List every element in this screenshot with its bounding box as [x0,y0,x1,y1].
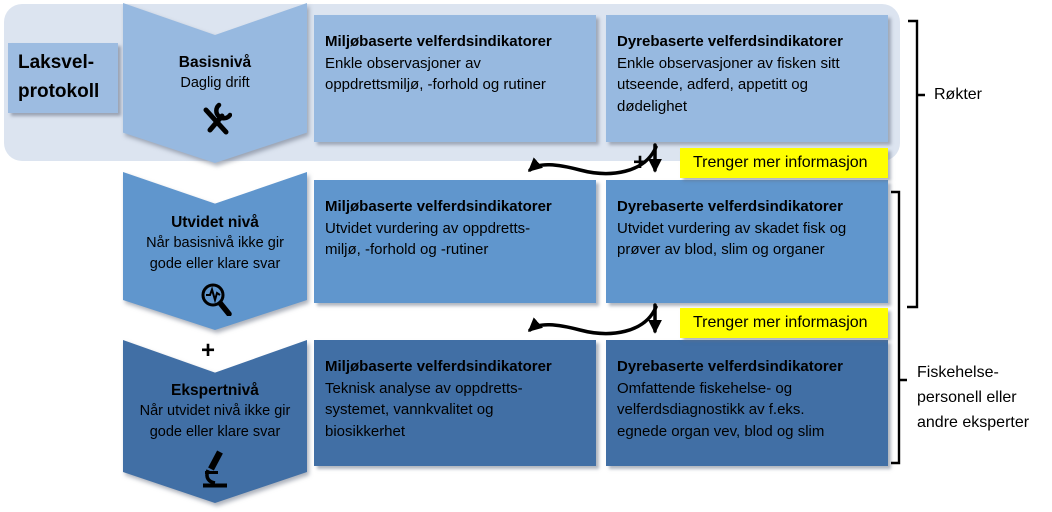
indicator-box-ekspert-env: Miljøbaserte velferdsindikatorer Teknisk… [314,340,596,466]
curved-arrow-2 [527,305,658,336]
bracket-rokter [907,19,925,309]
protocol-title-line: Laksvel- [18,52,95,73]
plus-sign-1: + [633,149,648,176]
box-body: Enkle observasjoner av oppdrettsmiljø, -… [325,54,546,94]
bracket-label-rokter: Røkter [934,86,982,103]
more-info-badge-1: Trenger mer informasjon [680,148,888,178]
chevron-title: Basisnivå [178,54,252,71]
chevron-title: Ekspertnivå [171,382,259,399]
box-body: Utvidet vurdering av oppdretts- miljø, -… [325,219,531,259]
badge-label: Trenger mer informasjon [693,154,868,171]
box-title: Dyrebaserte velferdsindikatorer [617,358,843,375]
bracket-label-experts: Fiskehelse- personell eller andre eksper… [917,364,1030,431]
box-body: Utvidet vurdering av skadet fisk og prøv… [617,219,847,259]
box-title: Miljøbaserte velferdsindikatorer [325,358,552,375]
more-info-badge-2: Trenger mer informasjon [680,308,888,338]
bracket-experts [891,190,907,465]
chevron-title: Utvidet nivå [171,214,259,231]
box-body: Teknisk analyse av oppdretts- systemet, … [325,379,523,440]
level-chevron-utvidet: Utvidet nivå Når basisnivå ikke gir gode… [123,172,307,330]
indicator-box-basis-animal: Dyrebaserte velferdsindikatorer Enkle ob… [606,15,888,142]
microscope-icon [203,450,227,488]
box-title: Miljøbaserte velferdsindikatorer [325,33,552,50]
chevron-desc: Daglig drift [180,75,250,91]
protocol-title-line: protokoll [18,81,100,102]
badge-label: Trenger mer informasjon [693,314,868,331]
indicator-box-utvidet-env: Miljøbaserte velferdsindikatorer Utvidet… [314,180,596,303]
tools-icon [203,102,232,135]
chevron-desc: Når basisnivå ikke gir gode eller klare … [146,235,284,272]
plus-sign-2: + [201,337,216,364]
protocol-title-box: Laksvel- protokoll [8,43,118,113]
magnifier-pulse-icon [201,283,232,316]
level-chevron-ekspert: Ekspertnivå Når utvidet nivå ikke gir go… [123,340,307,503]
indicator-box-ekspert-animal: Dyrebaserte velferdsindikatorer Omfatten… [606,340,888,466]
box-title: Miljøbaserte velferdsindikatorer [325,198,552,215]
box-title: Dyrebaserte velferdsindikatorer [617,198,843,215]
indicator-box-basis-env: Miljøbaserte velferdsindikatorer Enkle o… [314,15,596,142]
level-chevron-basis: Basisnivå Daglig drift [123,3,307,163]
box-body: Omfattende fiskehelse- og velferdsdiagno… [617,379,825,440]
box-body: Enkle observasjoner av fisken sitt utsee… [617,54,840,115]
chevron-desc: Når utvidet nivå ikke gir gode eller kla… [139,403,291,440]
indicator-box-utvidet-animal: Dyrebaserte velferdsindikatorer Utvidet … [606,180,888,303]
box-title: Dyrebaserte velferdsindikatorer [617,33,843,50]
